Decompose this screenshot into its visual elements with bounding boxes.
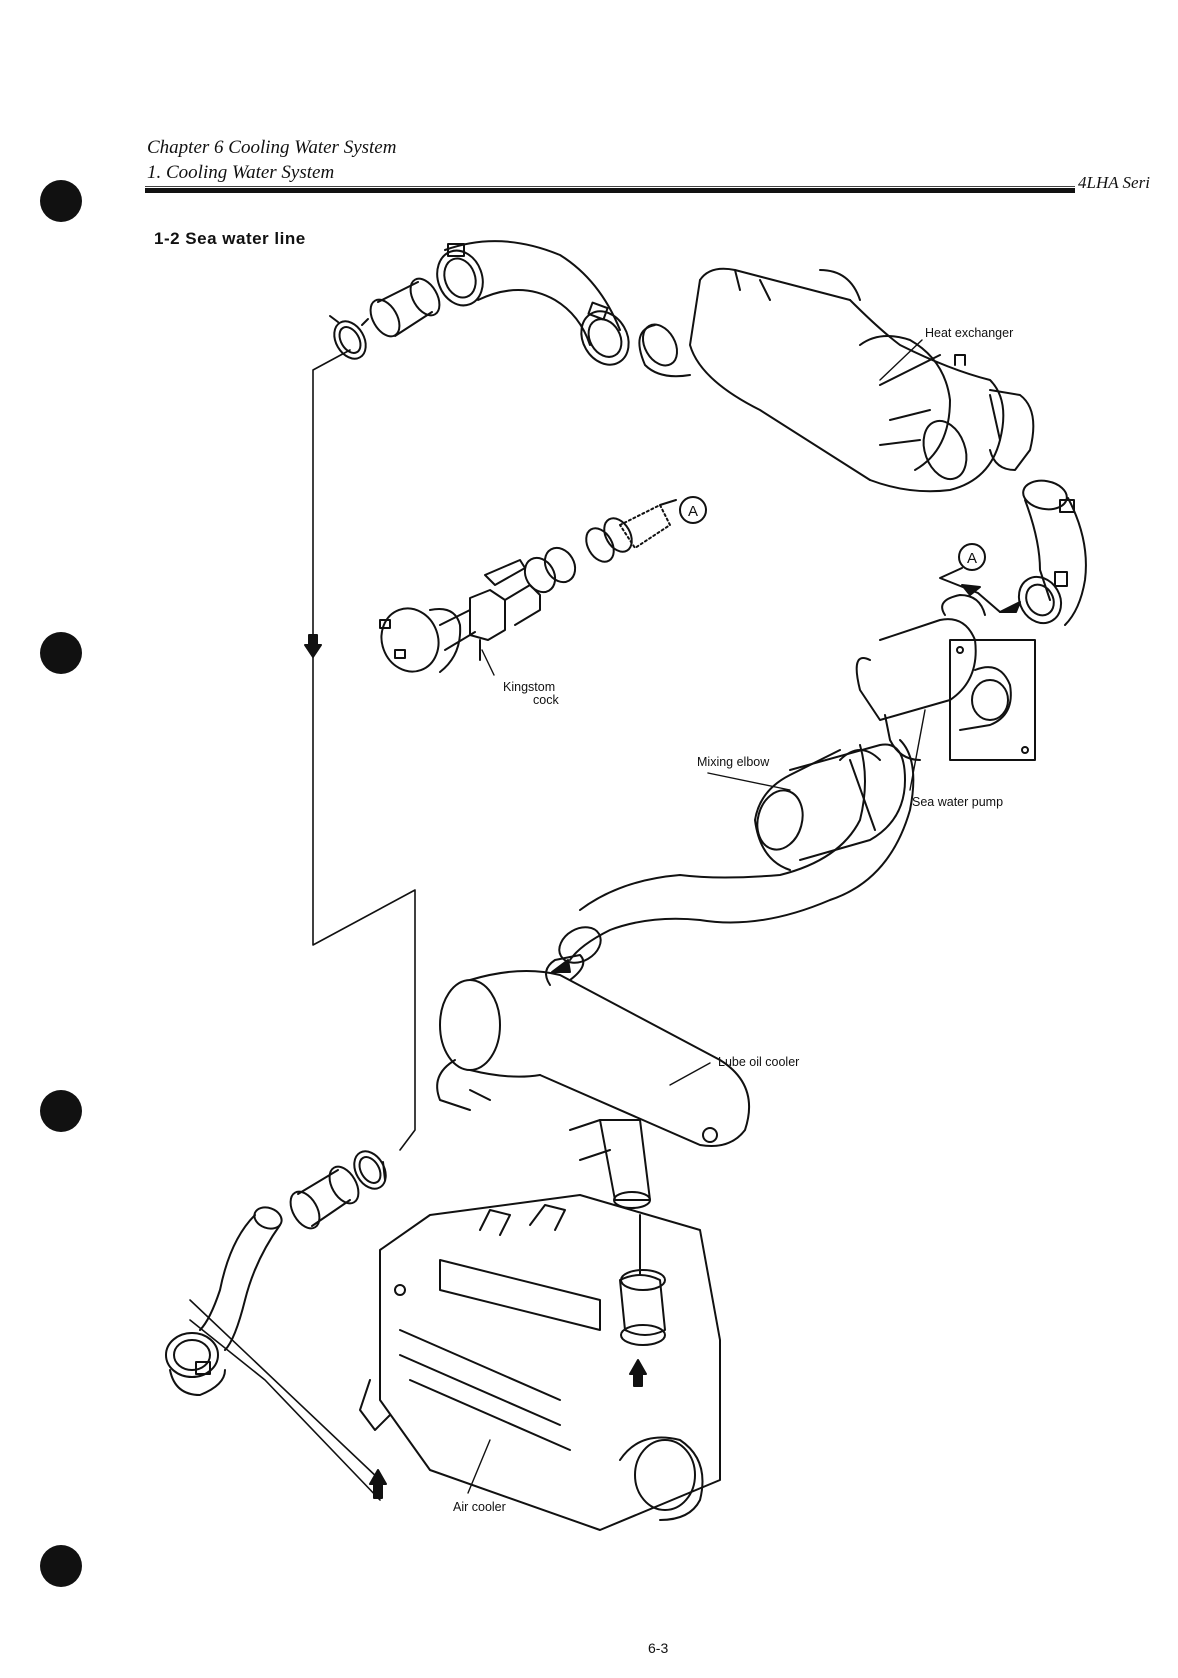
flow-arrow-down — [305, 635, 321, 657]
right-elbow-hose — [1011, 477, 1086, 630]
label-mixing-elbow: Mixing elbow — [697, 755, 769, 769]
exhaust-hose — [553, 740, 913, 970]
air-cooler — [360, 1195, 720, 1530]
flow-arrow-air-cooler-in — [630, 1360, 646, 1386]
flow-arrow-air-cooler-out — [370, 1470, 386, 1498]
label-heat-exchanger: Heat exchanger — [925, 326, 1013, 340]
strainer — [581, 500, 676, 567]
callout-a-right-letter: A — [967, 550, 977, 567]
flow-arrow-cooler-out — [552, 960, 570, 972]
mixing-elbow — [751, 744, 905, 870]
kingston-cock — [373, 542, 581, 679]
top-sleeve — [365, 274, 446, 342]
page-number: 6-3 — [648, 1640, 668, 1656]
bottom-clamp — [348, 1146, 392, 1195]
lube-oil-cooler — [437, 955, 749, 1208]
bottom-hose — [166, 1204, 285, 1395]
pipe-line-left — [190, 350, 415, 1500]
label-sea-water-pump: Sea water pump — [912, 795, 1003, 809]
sea-water-pump — [857, 595, 1035, 760]
label-air-cooler: Air cooler — [453, 1500, 506, 1514]
label-lube-oil-cooler: Lube oil cooler — [718, 1055, 799, 1069]
heat-exchanger — [636, 269, 1033, 492]
top-clamp — [328, 316, 372, 365]
label-kingston-line1: Kingstom — [503, 680, 555, 694]
callout-a-top-letter: A — [688, 503, 698, 520]
label-kingston-line2: cock — [533, 693, 559, 707]
flow-arrow-pump-in — [1000, 602, 1020, 612]
bottom-sleeve — [285, 1162, 365, 1234]
top-hose — [430, 241, 638, 373]
